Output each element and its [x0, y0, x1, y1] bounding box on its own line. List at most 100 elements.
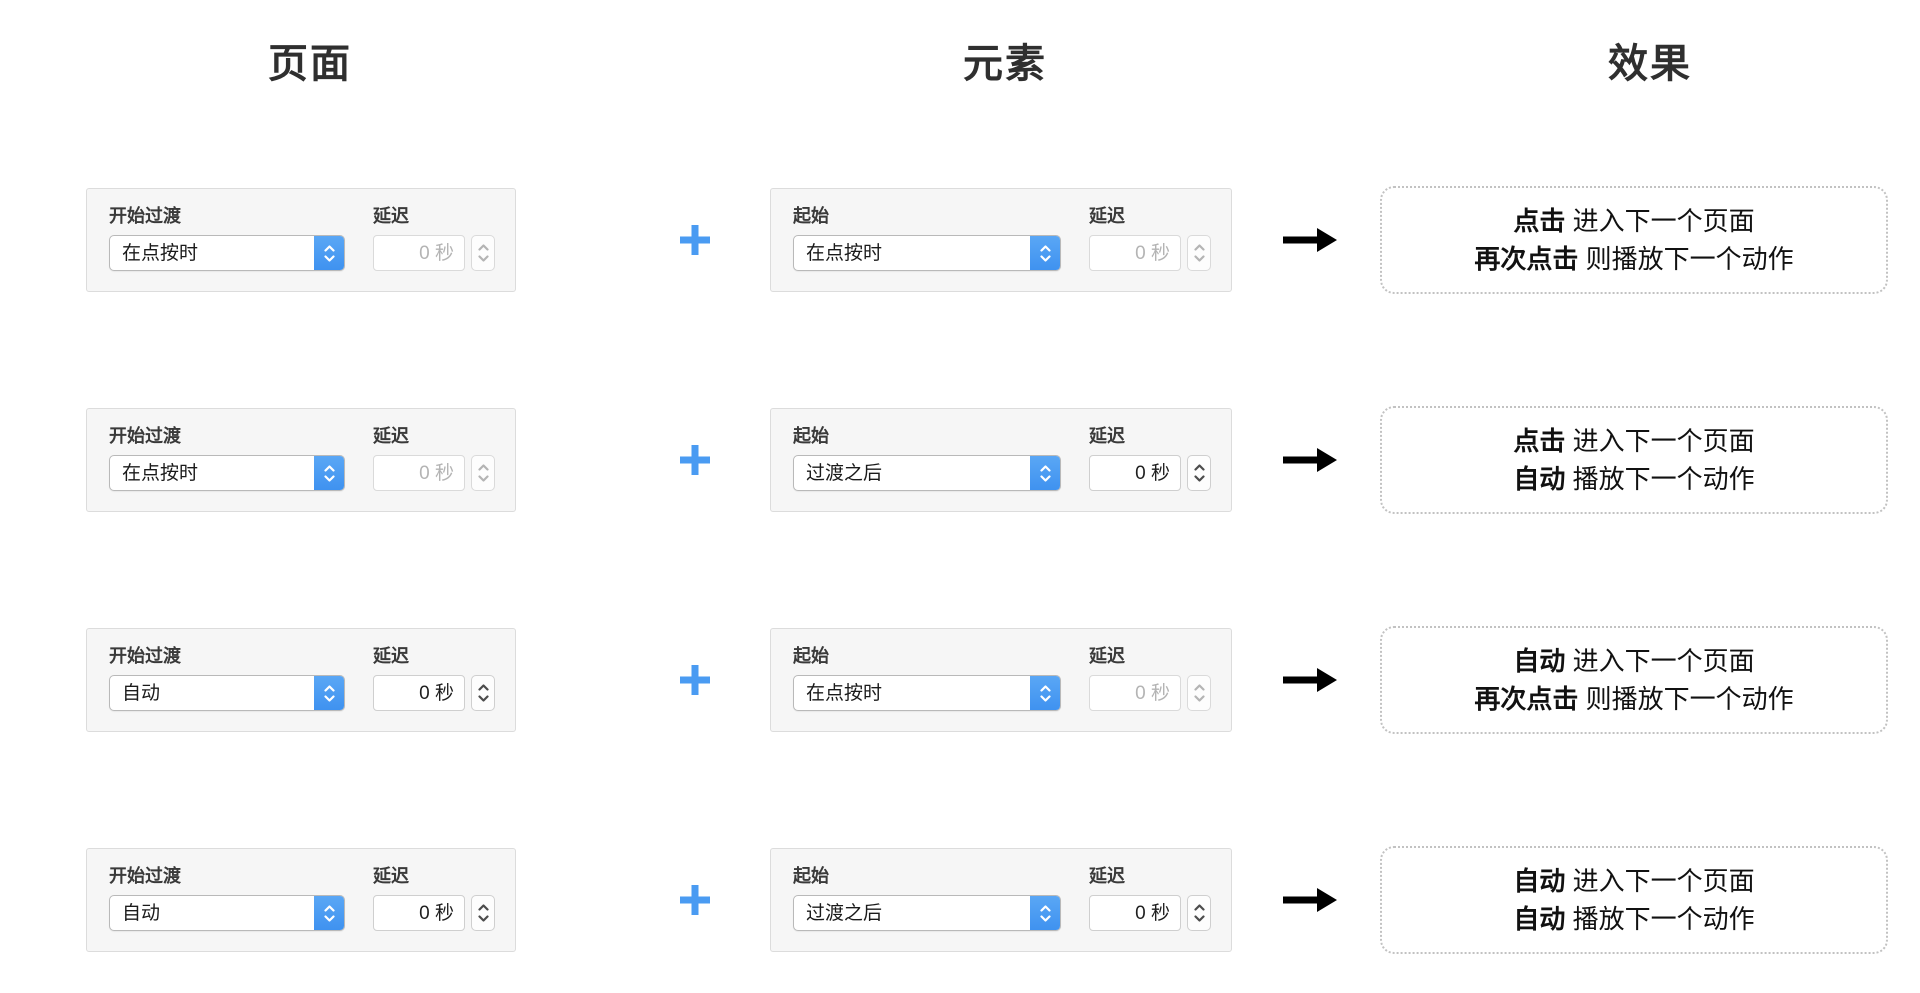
element-trigger-select[interactable]: 过渡之后	[793, 895, 1061, 931]
result-line-1: 自动 进入下一个页面	[1513, 865, 1754, 898]
element-delay-input[interactable]: 0 秒	[1089, 235, 1181, 271]
header-element: 元素	[963, 42, 1047, 86]
chevron-up-down-icon[interactable]	[314, 896, 344, 930]
element-trigger-field: 起始 在点按时	[793, 207, 1061, 271]
stepper-up-down-icon[interactable]	[1187, 235, 1211, 271]
chevron-up-down-icon[interactable]	[314, 456, 344, 490]
result-line-1-strong: 自动	[1513, 645, 1566, 676]
chevron-up-down-icon[interactable]	[314, 676, 344, 710]
stepper-up-down-icon[interactable]	[1187, 675, 1211, 711]
result-callout: 点击 进入下一个页面 再次点击 则播放下一个动作	[1380, 186, 1888, 294]
element-delay-input[interactable]: 0 秒	[1089, 675, 1181, 711]
chevron-down-icon	[323, 914, 335, 922]
element-delay-stepper[interactable]: 0 秒	[1089, 235, 1211, 271]
result-line-2-rest: 播放下一个动作	[1565, 904, 1755, 934]
stepper-up-icon[interactable]	[477, 684, 489, 691]
page-delay-field: 延迟 0 秒	[373, 647, 495, 711]
page-trigger-label: 开始过渡	[109, 866, 181, 886]
page-trigger-value: 在点按时	[122, 462, 199, 484]
element-trigger-select[interactable]: 在点按时	[793, 235, 1061, 271]
chevron-up-down-icon[interactable]	[1030, 676, 1060, 710]
stepper-up-icon[interactable]	[477, 464, 489, 471]
page-delay-stepper[interactable]: 0 秒	[373, 235, 495, 271]
header-page: 页面	[268, 42, 352, 86]
page-trigger-select[interactable]: 在点按时	[109, 455, 345, 491]
stepper-up-icon[interactable]	[1193, 904, 1205, 911]
page-delay-field: 延迟 0 秒	[373, 867, 495, 931]
element-delay-stepper[interactable]: 0 秒	[1089, 675, 1211, 711]
table-row: 开始过渡 在点按时 延迟 0 秒	[0, 130, 1920, 350]
element-trigger-select[interactable]: 在点按时	[793, 675, 1061, 711]
stepper-up-icon[interactable]	[1193, 464, 1205, 471]
page-trigger-field: 开始过渡 自动	[109, 647, 345, 711]
page-delay-input[interactable]: 0 秒	[373, 455, 465, 491]
cell-effect: 点击 进入下一个页面 再次点击 则播放下一个动作	[1380, 186, 1920, 294]
element-delay-input[interactable]: 0 秒	[1089, 895, 1181, 931]
chevron-up-down-icon[interactable]	[1030, 236, 1060, 270]
chevron-up-down-icon[interactable]	[1030, 456, 1060, 490]
page-delay-stepper[interactable]: 0 秒	[373, 895, 495, 931]
result-line-2-strong: 再次点击	[1474, 244, 1579, 274]
stepper-up-icon[interactable]	[477, 904, 489, 911]
stepper-down-icon[interactable]	[1193, 255, 1205, 262]
result-line-2-strong: 自动	[1513, 464, 1566, 494]
element-delay-input[interactable]: 0 秒	[1089, 455, 1181, 491]
cell-element: 起始 过渡之后 延迟 0 秒	[770, 408, 1240, 512]
cell-effect: 自动 进入下一个页面 再次点击 则播放下一个动作	[1380, 626, 1920, 734]
stepper-up-down-icon[interactable]	[471, 675, 495, 711]
stepper-up-icon[interactable]	[477, 244, 489, 251]
element-delay-stepper[interactable]: 0 秒	[1089, 455, 1211, 491]
page-delay-field: 延迟 0 秒	[373, 207, 495, 271]
element-delay-label: 延迟	[1089, 206, 1125, 226]
result-line-1-rest: 进入下一个页面	[1565, 645, 1755, 676]
chevron-up-icon	[1039, 904, 1051, 912]
element-trigger-select[interactable]: 过渡之后	[793, 455, 1061, 491]
chevron-down-icon	[323, 474, 335, 482]
page-delay-input[interactable]: 0 秒	[373, 895, 465, 931]
page-trigger-select[interactable]: 在点按时	[109, 235, 345, 271]
stepper-down-icon[interactable]	[477, 915, 489, 922]
element-trigger-value: 在点按时	[806, 242, 883, 264]
stepper-down-icon[interactable]	[1193, 475, 1205, 482]
page-delay-stepper[interactable]: 0 秒	[373, 675, 495, 711]
element-delay-field: 延迟 0 秒	[1089, 427, 1211, 491]
result-line-1-strong: 点击	[1513, 425, 1566, 456]
page-settings-panel: 开始过渡 在点按时 延迟 0 秒	[86, 408, 516, 512]
page-delay-label: 延迟	[373, 206, 409, 226]
page-delay-input[interactable]: 0 秒	[373, 235, 465, 271]
chevron-up-down-icon[interactable]	[314, 236, 344, 270]
page-trigger-select[interactable]: 自动	[109, 675, 345, 711]
result-line-1-strong: 自动	[1513, 865, 1566, 896]
element-delay-stepper[interactable]: 0 秒	[1089, 895, 1211, 931]
stepper-down-icon[interactable]	[477, 695, 489, 702]
cell-plus	[620, 440, 770, 480]
chevron-down-icon	[1039, 914, 1051, 922]
stepper-down-icon[interactable]	[477, 475, 489, 482]
element-trigger-value: 在点按时	[806, 682, 883, 704]
stepper-down-icon[interactable]	[1193, 915, 1205, 922]
stepper-up-down-icon[interactable]	[471, 895, 495, 931]
result-callout: 自动 进入下一个页面 自动 播放下一个动作	[1380, 846, 1888, 954]
stepper-up-down-icon[interactable]	[471, 235, 495, 271]
result-line-1: 点击 进入下一个页面	[1513, 205, 1754, 238]
page-delay-stepper[interactable]: 0 秒	[373, 455, 495, 491]
chevron-up-down-icon[interactable]	[1030, 896, 1060, 930]
cell-arrow	[1240, 223, 1380, 257]
element-trigger-field: 起始 在点按时	[793, 647, 1061, 711]
stepper-down-icon[interactable]	[477, 255, 489, 262]
page-trigger-select[interactable]: 自动	[109, 895, 345, 931]
plus-icon	[680, 225, 710, 255]
stepper-up-icon[interactable]	[1193, 684, 1205, 691]
chevron-up-icon	[323, 684, 335, 692]
stepper-up-icon[interactable]	[1193, 244, 1205, 251]
element-delay-label: 延迟	[1089, 646, 1125, 666]
page-delay-input[interactable]: 0 秒	[373, 675, 465, 711]
element-settings-panel: 起始 过渡之后 延迟 0 秒	[770, 408, 1232, 512]
stepper-up-down-icon[interactable]	[1187, 455, 1211, 491]
stepper-down-icon[interactable]	[1193, 695, 1205, 702]
stepper-up-down-icon[interactable]	[1187, 895, 1211, 931]
result-callout: 自动 进入下一个页面 再次点击 则播放下一个动作	[1380, 626, 1888, 734]
element-trigger-field: 起始 过渡之后	[793, 867, 1061, 931]
cell-arrow	[1240, 883, 1380, 917]
stepper-up-down-icon[interactable]	[471, 455, 495, 491]
